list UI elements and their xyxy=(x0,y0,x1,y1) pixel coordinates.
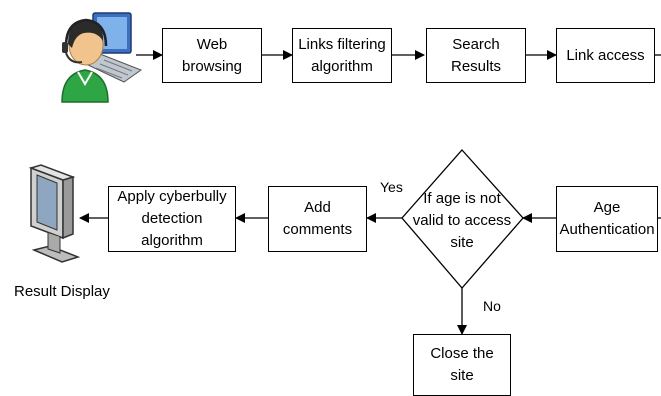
web-browsing-label: Web browsing xyxy=(181,35,243,75)
link-access-label: Link access xyxy=(566,46,645,64)
age-authentication-box: Age Authentication xyxy=(556,186,658,252)
close-site-label: Close the site xyxy=(430,345,494,384)
search-results-box: Search Results xyxy=(426,28,526,83)
edge-label-no: No xyxy=(483,298,501,314)
user-at-laptop-icon xyxy=(61,12,143,103)
web-browsing-box: Web browsing xyxy=(162,28,262,83)
search-results-label: Search Results xyxy=(450,35,502,75)
decision-diamond xyxy=(401,149,524,289)
add-comments-label: Add comments xyxy=(282,199,353,238)
links-filtering-label: Links filtering algorithm xyxy=(298,35,386,75)
result-display-label: Result Display xyxy=(14,283,110,300)
age-authentication-label: Age Authentication xyxy=(559,199,655,238)
links-filtering-box: Links filtering algorithm xyxy=(292,28,392,83)
computer-monitor-icon xyxy=(28,164,81,263)
link-access-box: Link access xyxy=(556,28,655,83)
apply-cyberbully-box: Apply cyberbully detection algorithm xyxy=(108,186,236,252)
edge-label-yes: Yes xyxy=(380,179,403,195)
apply-cyberbully-label: Apply cyberbully detection algorithm xyxy=(117,188,227,249)
add-comments-box: Add comments xyxy=(268,186,367,252)
age-decision-label: If age is not valid to access site xyxy=(412,190,512,251)
close-site-box: Close the site xyxy=(413,334,511,396)
